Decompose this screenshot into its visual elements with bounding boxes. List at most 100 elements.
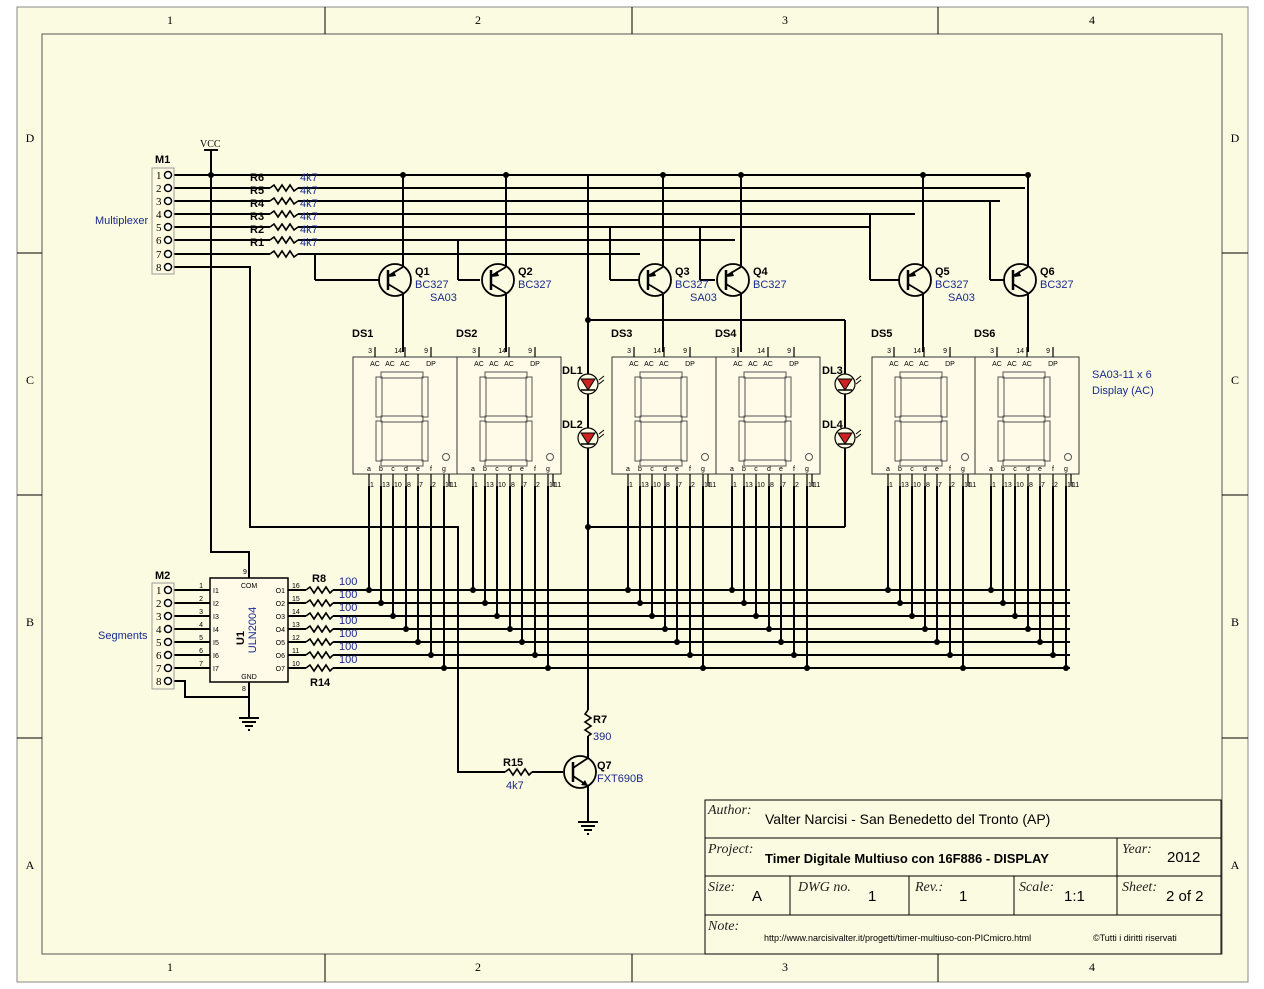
display-bottom-pin-number: 1 [889,482,893,489]
led-outline [577,427,599,449]
display-segment [484,371,528,379]
transistor-arrow [909,271,916,277]
display-segment-label: f [949,466,951,473]
display-bottom-pin-number: 2 [432,482,436,489]
display-segment [940,420,948,462]
display-segment-label: b [1001,466,1005,473]
display-ds3 [611,347,717,486]
junction-dot [400,172,406,178]
segment-resistor [305,611,334,621]
transistor-emitter [387,266,404,277]
display-bottom-pin-number: 11 [808,482,815,489]
display-segment-label: b [742,466,746,473]
frame-column-label: 4 [1089,960,1095,974]
connector-m1-pin-number: 8 [156,262,162,274]
frame-row-label: A [1231,858,1240,872]
resistor-r7-ref: R7 [593,714,607,726]
led-dl3 [834,373,862,395]
transistor-ref: Q5 [935,266,950,278]
segment-resistor-last-ref: R14 [310,677,331,689]
connector-m1-pin [163,222,173,232]
display-note-line1: SA03-11 x 6 [1092,369,1152,381]
display-bottom-pin-number: 7 [1041,482,1045,489]
segment-resistor [305,624,334,634]
frame-column-label: 1 [167,13,173,27]
base-resistor-value: 4k7 [300,198,318,210]
display-bottom-pin-number: 7 [419,482,423,489]
display-segment-label: d [663,466,667,473]
transistor-q7-ref: Q7 [597,760,612,772]
display-segment [421,420,429,462]
display-segment-label: a [730,466,734,473]
transistor-collector [647,283,664,294]
connector-m2-pin [163,598,173,608]
uln2004-input-label: I2 [213,601,219,608]
display-segment-label: g [701,466,705,473]
transistor-body [898,263,932,297]
led-dl2 [577,427,605,449]
display-top-pin-number: 3 [627,348,631,355]
transistor-ref: Q3 [675,266,690,278]
frame-column-label: 2 [475,960,481,974]
project-label: Project: [707,842,753,857]
display-top-pin-number: 3 [731,348,735,355]
connector-m2-pin-number: 8 [156,676,162,688]
display-bottom-pin-number: 7 [523,482,527,489]
led-ref: DL2 [562,419,583,431]
display-ref: DS6 [974,328,995,340]
display-segment-label: c [391,466,395,473]
base-resistor-value: 4k7 [300,172,318,184]
transistor-emitter [907,266,924,277]
display-segment-label: g [805,466,809,473]
segment-resistor [305,650,334,660]
display-top-pin-number: 3 [887,348,891,355]
uln2004-input-pin: 2 [199,596,203,603]
base-resistor-r2 [269,235,299,245]
display-top-pin-label: DP [1048,361,1058,368]
display-segment-label: c [1013,466,1017,473]
display-bottom-pin-number: 10 [757,482,765,489]
display-bottom-pin-number: 1 [992,482,996,489]
transistor-q6 [1003,263,1037,297]
display-segment-label: g [546,466,550,473]
display-segment [997,420,1005,462]
display-decimal-point [1064,453,1072,461]
display-segment [743,371,787,379]
display-bottom-pin-number: 1 [629,482,633,489]
display-bottom-pin-number: 7 [678,482,682,489]
junction-dot [660,172,666,178]
display-top-pin-label: AC [919,361,929,368]
led-ref: DL4 [822,419,844,431]
connector-m2-pin-number: 7 [156,663,162,675]
transistor-body [638,263,672,297]
display-segment [743,415,787,423]
display-segment [1002,371,1046,379]
resistor-r7-value: 390 [593,731,611,743]
base-resistor-r4 [269,209,299,219]
uln2004-output-label: O4 [276,627,285,634]
transistor-collector [907,283,924,294]
transistor-ref: Q6 [1040,266,1055,278]
resistor-r15-ref: R15 [503,757,523,769]
transistor-q1 [378,263,412,297]
display-bottom-pin-number: 2 [795,482,799,489]
connector-m2-pin [163,624,173,634]
display-segment [1043,376,1051,418]
display-ref: DS1 [352,328,373,340]
display-ref: DS5 [871,328,892,340]
display-segment-label: a [367,466,371,473]
display-top-pin-number: 14 [757,348,765,355]
junction-dot [738,172,744,178]
uln2004-output-pin: 14 [292,609,300,616]
uln2004-gnd-pin: 8 [242,686,246,693]
transistor-q3 [638,263,672,297]
display-bottom-pin-number: 11 [964,482,971,489]
display-bottom-pin-number: 11 [709,482,716,489]
display-top-pin-number: 14 [913,348,921,355]
display-bottom-pin-number: 11 [450,482,457,489]
uln2004-output-pin: 10 [292,661,300,668]
display-segment [1043,420,1051,462]
size-value: A [752,888,762,905]
display-ref: DS4 [715,328,737,340]
